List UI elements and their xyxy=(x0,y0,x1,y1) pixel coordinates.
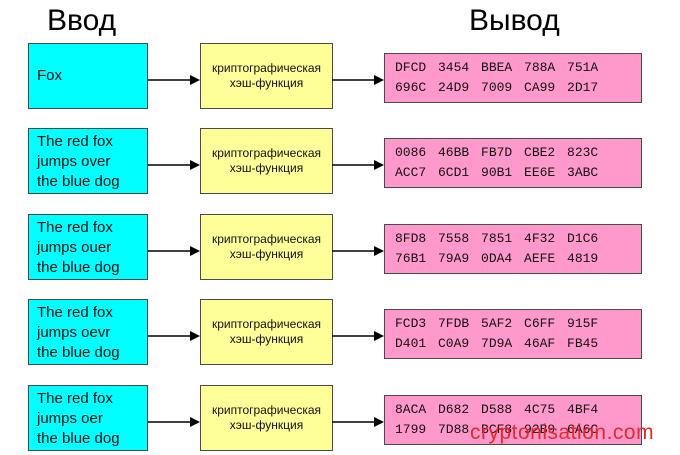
arrow-right-icon xyxy=(148,417,200,427)
hash-label-line2: хэш-функция xyxy=(229,332,304,346)
input-text-line: The red fox xyxy=(37,219,113,236)
input-text-line: the blue dog xyxy=(37,344,120,361)
hash-row-3: The red fox jumps ouer the blue dog крип… xyxy=(0,214,680,280)
output-hash-line: FCD3 7FDB 5AF2 C6FF 915F xyxy=(395,316,599,331)
hash-function-box: криптографическая хэш-функция xyxy=(200,214,333,280)
hash-label-line2: хэш-функция xyxy=(229,418,304,432)
output-hash-line: 696C 24D9 7009 CA99 2D17 xyxy=(395,80,599,95)
hash-function-box: криптографическая хэш-функция xyxy=(200,43,333,109)
input-box: The red fox jumps over the blue dog xyxy=(28,128,148,194)
hash-label-line2: хэш-функция xyxy=(229,247,304,261)
input-text-line: the blue dog xyxy=(37,259,120,276)
output-header: Вывод xyxy=(469,4,560,37)
input-box: The red fox jumps oevr the blue dog xyxy=(28,299,148,365)
output-hash-box: 8FD8 7558 7851 4F32 D1C6 76B1 79A9 0DA4 … xyxy=(384,224,642,274)
hash-label-line2: хэш-функция xyxy=(229,161,304,175)
output-hash-line: 0086 46BB FB7D CBE2 823C xyxy=(395,145,599,160)
hash-row-1: Fox криптографическая хэш-функция DFCD 3… xyxy=(0,43,680,109)
hash-function-box: криптографическая хэш-функция xyxy=(200,128,333,194)
arrow-right-icon xyxy=(332,417,384,427)
hash-label-line1: криптографическая xyxy=(211,61,322,75)
input-text-line: jumps over xyxy=(37,153,111,170)
output-hash-line: D401 C0A9 7D9A 46AF FB45 xyxy=(395,336,599,351)
hash-row-4: The red fox jumps oevr the blue dog крип… xyxy=(0,299,680,365)
input-text-line: The red fox xyxy=(37,304,113,321)
input-text-line: The red fox xyxy=(37,133,113,150)
output-hash-line: 1799 7D88 BCF8 92B9 6A6C xyxy=(395,422,599,437)
arrow-right-icon xyxy=(148,246,200,256)
arrow-right-icon xyxy=(148,331,200,341)
hash-label-line1: криптографическая xyxy=(211,146,322,160)
arrow-right-icon xyxy=(148,75,200,85)
output-hash-box: 8ACA D682 D588 4C75 4BF4 1799 7D88 BCF8 … xyxy=(384,395,642,445)
hash-label-line1: криптографическая xyxy=(211,232,322,246)
arrow-right-icon xyxy=(332,75,384,85)
input-header: Ввод xyxy=(47,4,117,37)
output-hash-line: 76B1 79A9 0DA4 AEFE 4819 xyxy=(395,251,599,266)
hash-row-5: The red fox jumps oer the blue dog крипт… xyxy=(0,385,680,451)
output-hash-line: DFCD 3454 BBEA 788A 751A xyxy=(395,60,599,75)
hash-label-line1: криптографическая xyxy=(211,403,322,417)
output-hash-box: DFCD 3454 BBEA 788A 751A 696C 24D9 7009 … xyxy=(384,53,642,103)
input-text-line: jumps oer xyxy=(37,410,103,427)
input-box: The red fox jumps ouer the blue dog xyxy=(28,214,148,280)
watermark-text: cryptonisation.com xyxy=(470,421,655,444)
hash-function-box: криптографическая хэш-функция xyxy=(200,385,333,451)
input-box: The red fox jumps oer the blue dog xyxy=(28,385,148,451)
input-box: Fox xyxy=(28,43,148,109)
hash-function-box: криптографическая хэш-функция xyxy=(200,299,333,365)
output-hash-line: 8ACA D682 D588 4C75 4BF4 xyxy=(395,402,599,417)
input-text-line: The red fox xyxy=(37,390,113,407)
arrow-right-icon xyxy=(148,160,200,170)
input-text-line: jumps oevr xyxy=(37,324,111,341)
arrow-right-icon xyxy=(332,246,384,256)
arrow-right-icon xyxy=(332,160,384,170)
input-text-line: jumps ouer xyxy=(37,239,112,256)
hash-label-line1: криптографическая xyxy=(211,317,322,331)
arrow-right-icon xyxy=(332,331,384,341)
input-text-line: Fox xyxy=(37,67,63,84)
output-hash-line: 8FD8 7558 7851 4F32 D1C6 xyxy=(395,231,599,246)
output-hash-box: 0086 46BB FB7D CBE2 823C ACC7 6CD1 90B1 … xyxy=(384,138,642,188)
hash-label-line2: хэш-функция xyxy=(229,76,304,90)
input-text-line: the blue dog xyxy=(37,173,120,190)
output-hash-line: ACC7 6CD1 90B1 EE6E 3ABC xyxy=(395,165,599,180)
output-hash-box: FCD3 7FDB 5AF2 C6FF 915F D401 C0A9 7D9A … xyxy=(384,309,642,359)
input-text-line: the blue dog xyxy=(37,430,120,447)
hash-row-2: The red fox jumps over the blue dog крип… xyxy=(0,128,680,194)
